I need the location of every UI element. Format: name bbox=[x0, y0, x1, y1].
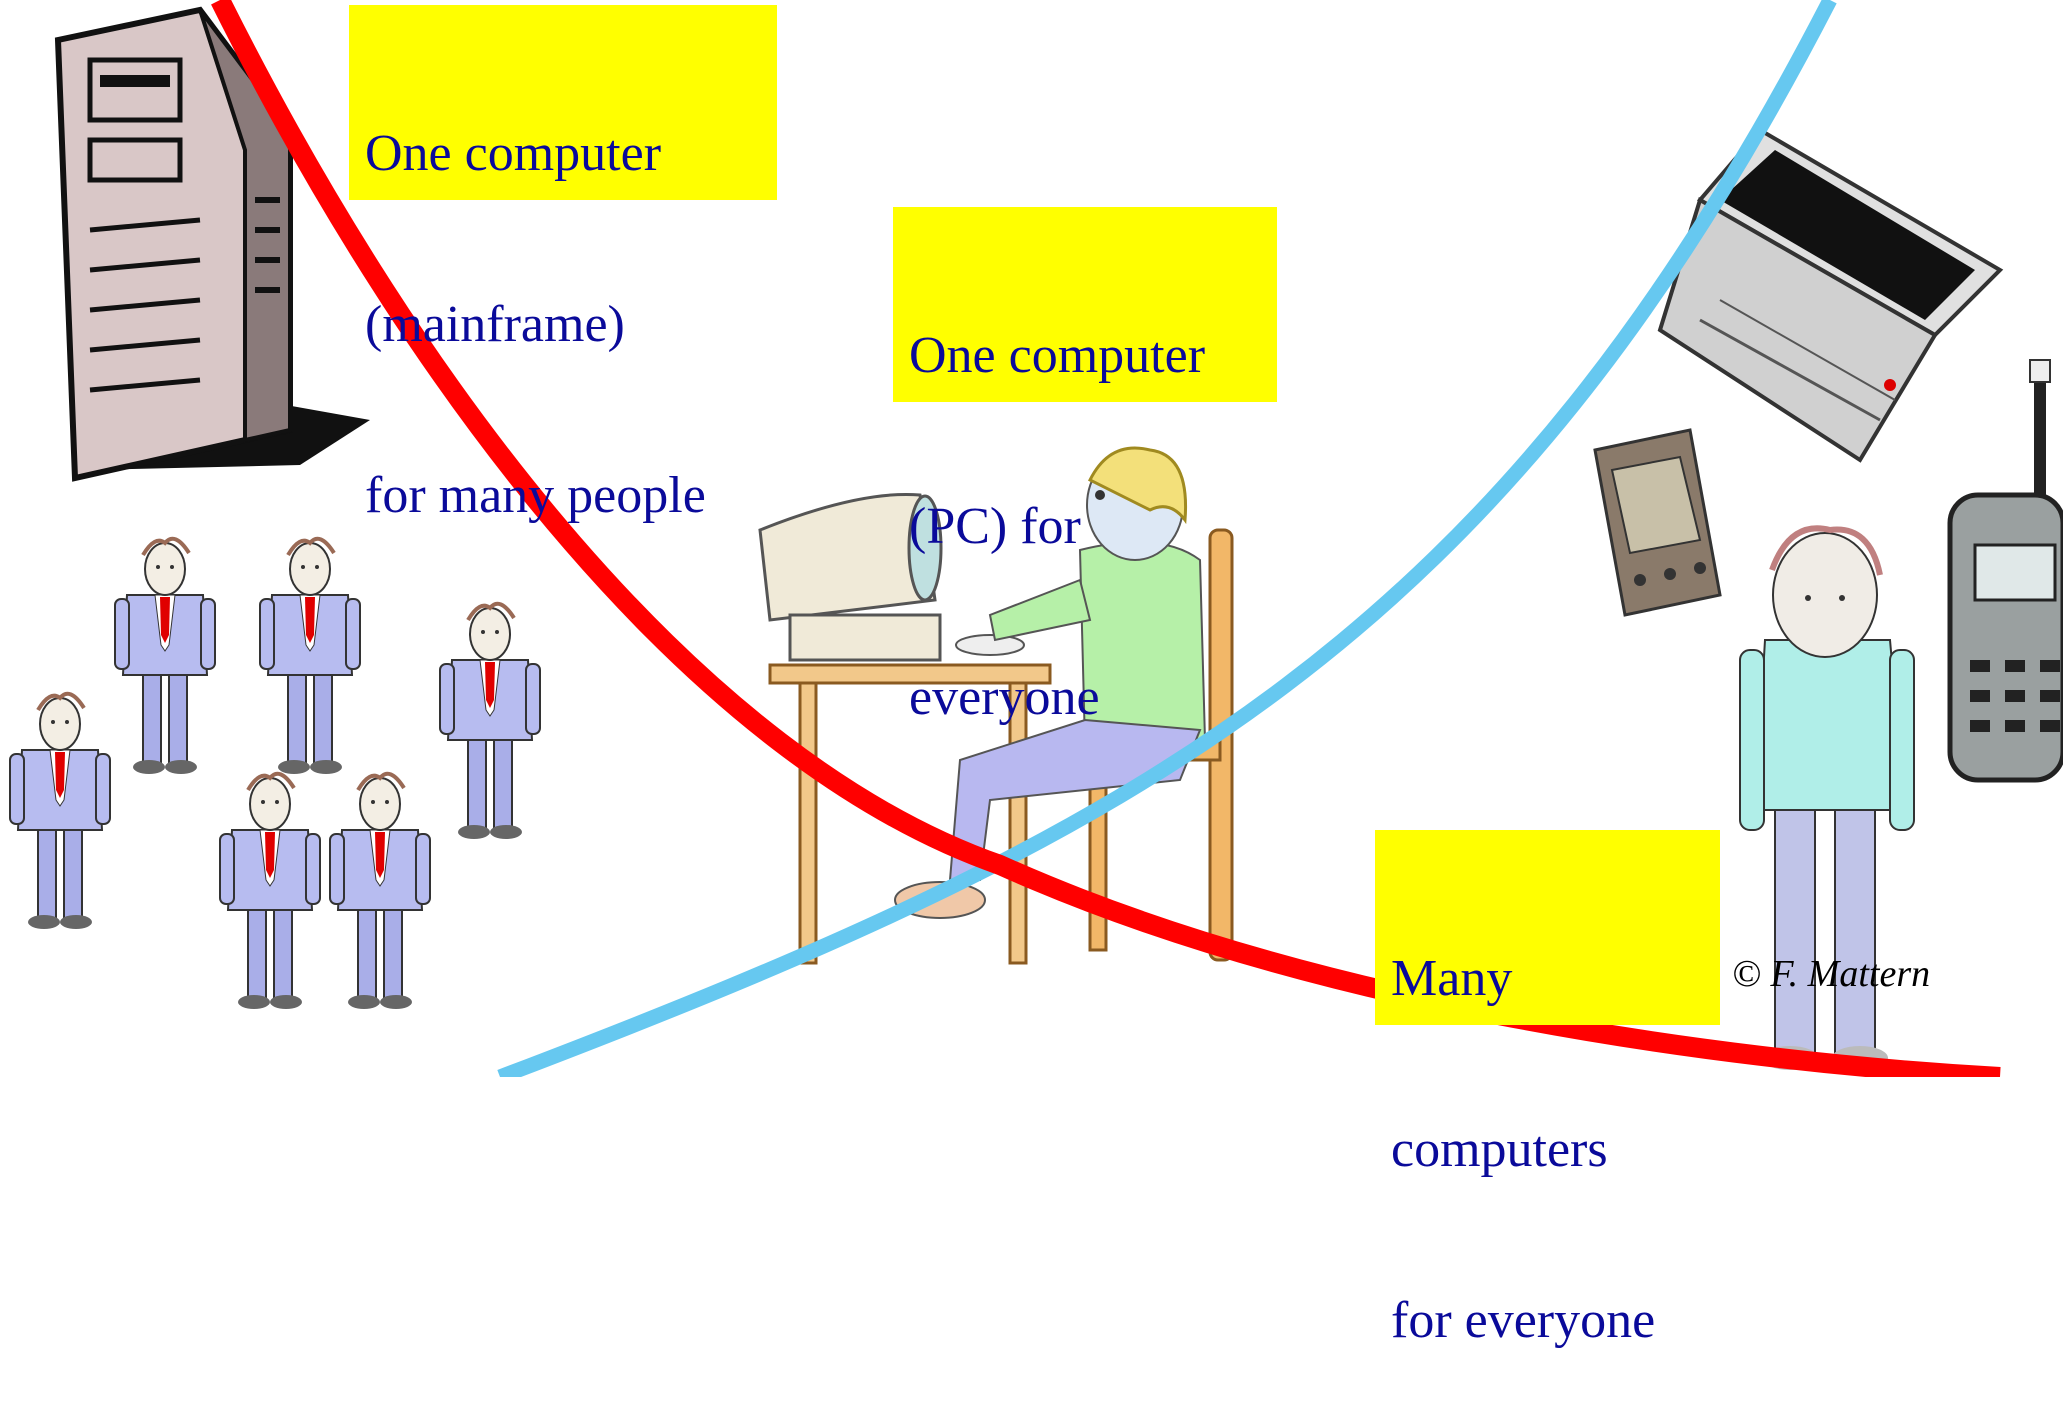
ubiquitous-label-line-2: computers bbox=[1391, 1121, 1608, 1178]
mainframe-era-label: One computer (mainframe) for many people bbox=[349, 5, 777, 524]
mainframe-label-line-1: One computer bbox=[365, 125, 662, 182]
mainframe-label-line-2: (mainframe) bbox=[365, 296, 625, 353]
handheld-pda-icon bbox=[1593, 428, 1722, 617]
pc-era-curve bbox=[497, 0, 1837, 1077]
mainframe-era-curve bbox=[211, 0, 2001, 1077]
pc-era-label: One computer (PC) for everyone bbox=[893, 207, 1277, 726]
ubiquitous-label-line-3: for everyone bbox=[1391, 1292, 1656, 1349]
mobile-phone-icon bbox=[1947, 359, 2063, 783]
pc-label-line-2: (PC) for bbox=[909, 498, 1081, 555]
ubiquitous-computing-illustration bbox=[8, 0, 2063, 1077]
laptop-icon bbox=[1657, 127, 2004, 463]
business-people-icon bbox=[8, 536, 542, 1011]
pc-label-line-3: everyone bbox=[909, 669, 1100, 726]
mainframe-server-icon bbox=[54, 6, 370, 482]
copyright-notice: © F. Mattern bbox=[1732, 953, 1931, 995]
mainframe-label-line-3: for many people bbox=[365, 467, 706, 524]
ubiquitous-era-label: Many computers for everyone bbox=[1375, 830, 1720, 1349]
ubiquitous-label-line-1: Many bbox=[1391, 950, 1513, 1007]
pc-label-line-1: One computer bbox=[909, 327, 1206, 384]
